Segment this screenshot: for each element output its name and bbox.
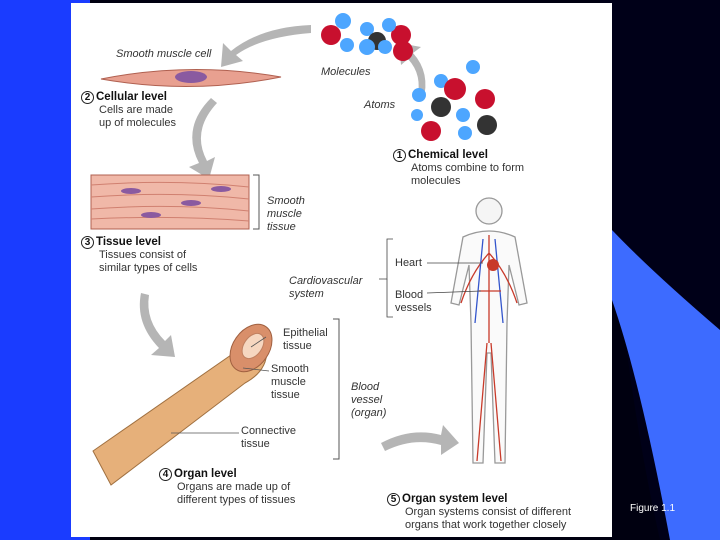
smooth-muscle-tissue-label: Smooth muscle tissue [267,195,305,233]
smooth-muscle-cell [100,69,282,87]
level-2-number: 2 [81,91,94,104]
arrow-organ-to-system [381,425,459,455]
figure-illustration [90,13,528,486]
epithelial-tissue-label: Epithelial tissue [283,327,328,352]
arrow-molecules-to-cell [221,25,311,67]
level-3-number: 3 [81,236,94,249]
organ-smooth-muscle-label: Smooth muscle tissue [271,363,309,401]
blood-vessels-label: Blood vessels [395,289,432,314]
cardiovascular-system-label: Cardiovascular system [289,275,363,300]
blood-vessel-organ [92,318,340,486]
level-5-number: 5 [387,493,400,506]
cardiovascular-figure [450,197,528,464]
smooth-muscle-tissue [90,174,260,230]
level-1-number: 1 [393,149,406,162]
atoms-group [411,60,497,141]
molecules-label: Molecules [321,66,371,78]
levels-of-organization-figure: Smooth muscle cell Molecules Atoms Smoot… [71,3,612,537]
atoms-label: Atoms [364,99,396,111]
heart-label: Heart [395,257,422,269]
smooth-muscle-cell-label: Smooth muscle cell [116,48,212,60]
molecules-group [321,13,413,61]
arrow-cell-to-tissue [189,98,217,179]
figure-caption: Figure 1.1 [630,503,676,514]
connective-tissue-label: Connective tissue [241,425,297,450]
level-4-number: 4 [159,468,172,481]
arrow-tissue-to-organ [139,293,175,357]
blood-vessel-organ-label: Blood vessel (organ) [351,381,387,419]
